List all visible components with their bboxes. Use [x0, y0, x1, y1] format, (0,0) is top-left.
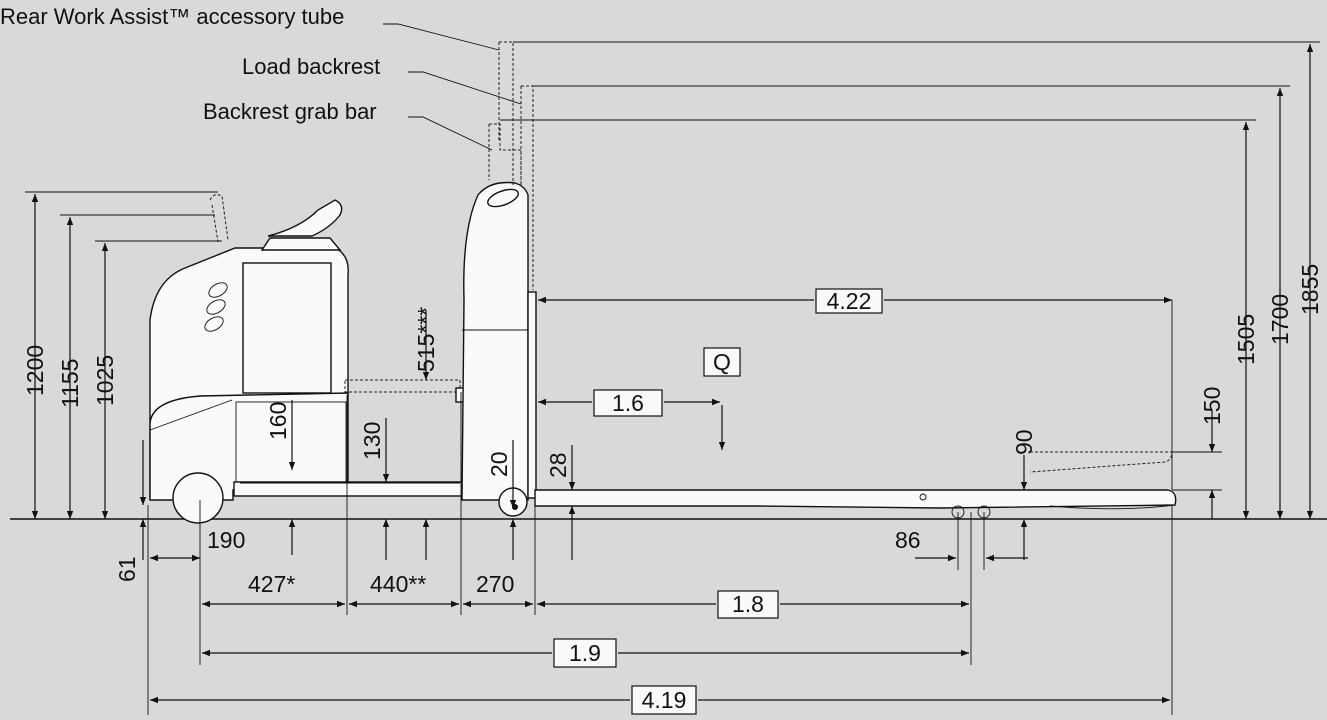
dim-61: 61 [114, 556, 140, 582]
dim-160: 160 [265, 402, 291, 440]
dim-86: 86 [895, 527, 921, 553]
dim-515: 515*** [413, 307, 439, 372]
label-grab-bar: Backrest grab bar [203, 99, 377, 124]
dim-4-19: 4.19 [642, 687, 687, 713]
dim-20: 20 [486, 451, 512, 477]
dim-28: 28 [545, 452, 571, 478]
truck-outline [149, 41, 1177, 524]
label-load-backrest: Load backrest [242, 54, 380, 79]
dim-1200: 1200 [22, 345, 48, 396]
dim-1155: 1155 [57, 359, 83, 408]
dim-1025: 1025 [92, 355, 118, 406]
dim-1505: 1505 [1233, 314, 1259, 365]
dim-130: 130 [359, 422, 385, 460]
dim-427: 427* [248, 571, 295, 597]
label-rear-tube: Rear Work Assist™ accessory tube [0, 4, 344, 29]
dim-box-q [703, 347, 741, 377]
dim-box-4-19 [631, 685, 697, 715]
dim-box-1-9 [553, 638, 617, 668]
dim-q: Q [713, 349, 731, 375]
dim-90: 90 [1011, 429, 1037, 455]
dim-1-6: 1.6 [612, 390, 644, 416]
dim-4-22: 4.22 [827, 288, 872, 314]
dim-box-1-8 [717, 590, 779, 619]
dim-1855: 1855 [1297, 264, 1323, 315]
dim-1-8: 1.8 [732, 591, 764, 617]
dim-1700: 1700 [1267, 294, 1293, 345]
dim-150: 150 [1199, 387, 1225, 425]
dim-270: 270 [476, 571, 514, 597]
dim-440: 440** [370, 571, 426, 597]
dim-190: 190 [207, 527, 245, 553]
dim-box-1-6 [593, 389, 663, 417]
dim-1-9: 1.9 [569, 640, 601, 666]
dim-box-4-22 [815, 288, 883, 314]
